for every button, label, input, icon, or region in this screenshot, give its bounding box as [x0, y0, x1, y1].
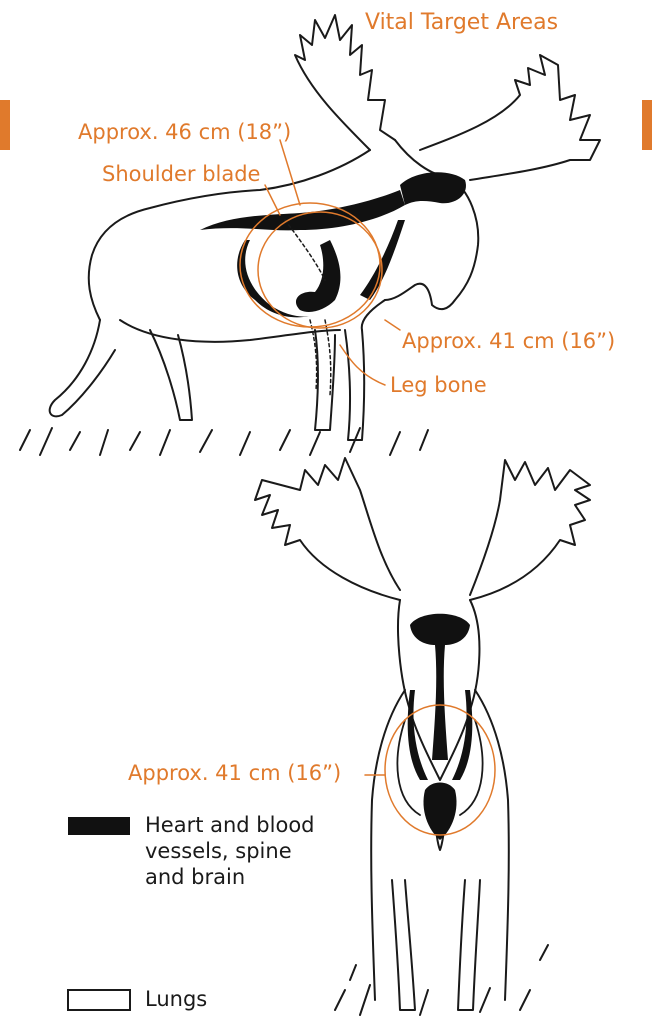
front-moose-outline: [255, 458, 590, 1015]
side-moose-outline: [20, 15, 600, 455]
side-width-label: Approx. 46 cm (18”): [78, 122, 291, 143]
leg-bone-label: Leg bone: [390, 375, 487, 396]
legend-lungs-line-1: Lungs: [145, 986, 207, 1012]
shoulder-blade-label: Shoulder blade: [102, 164, 260, 185]
side-vitals: [200, 172, 466, 317]
legend-heart-line-1: Heart and blood: [145, 812, 315, 838]
legend-heart-text: Heart and blood vessels, spine and brain: [145, 812, 315, 890]
page-title: Vital Target Areas: [365, 12, 558, 34]
side-height-label: Approx. 41 cm (16”): [402, 331, 615, 352]
legend-heart-line-3: and brain: [145, 864, 315, 890]
legend-lungs-text: Lungs: [145, 986, 207, 1012]
legend-swatch-lungs: [68, 990, 130, 1010]
front-vitals: [408, 614, 473, 840]
legend-heart-line-2: vessels, spine: [145, 838, 315, 864]
front-width-label: Approx. 41 cm (16”): [128, 763, 341, 784]
legend-swatch-heart: [68, 817, 130, 835]
